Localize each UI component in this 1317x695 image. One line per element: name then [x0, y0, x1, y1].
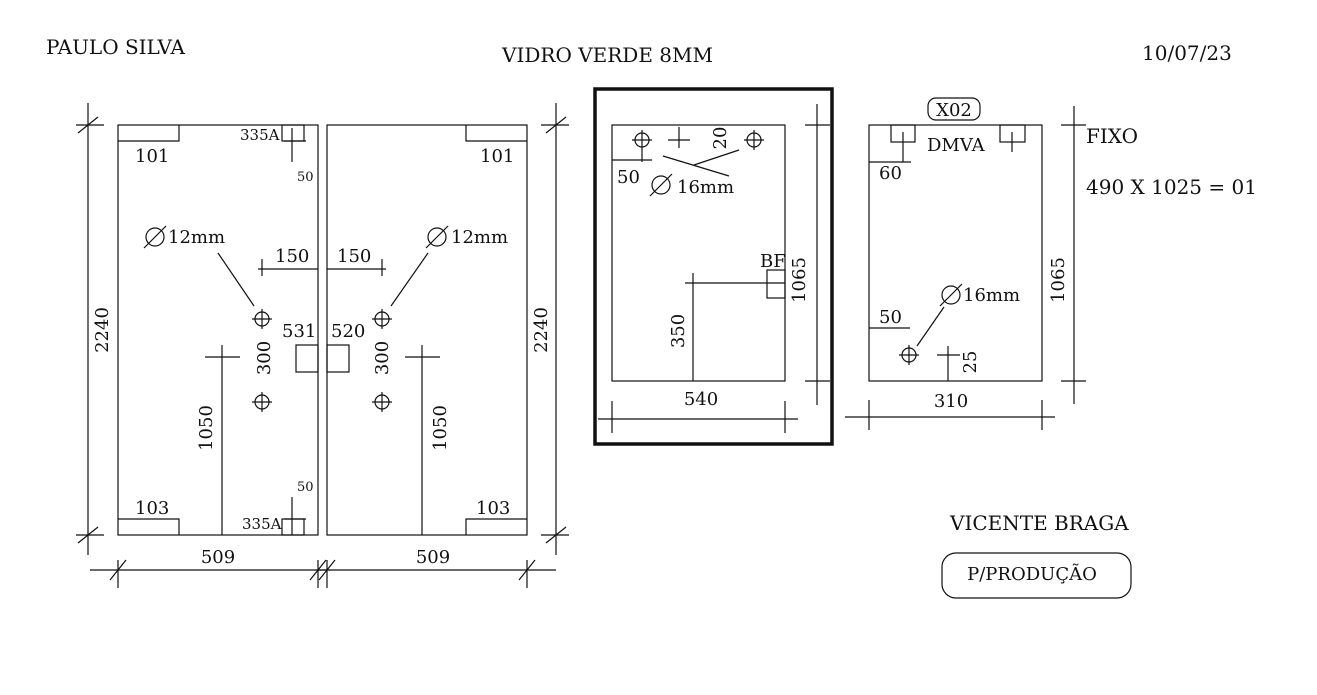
panel-mid-cutout-height: 350 [668, 314, 689, 348]
panel-mid-offset-side: 50 [617, 167, 640, 188]
panel-small-offset-top: 60 [879, 163, 902, 184]
panel-left-hole-leader [217, 252, 255, 307]
panel-left-hole-spacing: 300 [254, 341, 275, 375]
panel-mid: 20 50 16mm BF 350 1065 540 [593, 87, 834, 446]
panel-left-tag-top: 101 [135, 146, 169, 167]
panel-small-width-dim: 310 [934, 391, 968, 412]
panel-right-bottom-notch [465, 518, 527, 535]
panel-mid-hole-label: 16mm [677, 177, 734, 198]
status-label: P/PRODUÇÃO [967, 563, 1097, 585]
panel-left-offset-bottom: 50 [297, 480, 314, 495]
panel-right-hole-label: 12mm [451, 227, 508, 248]
panel-left-hinge-bottom [281, 518, 305, 536]
panel-left-hinge-bottom-label: 335A [242, 515, 282, 533]
panel-left-handle [295, 344, 319, 373]
diameter-icon [941, 285, 961, 305]
panel-right-tag-bottom: 103 [476, 498, 510, 519]
status-badge [941, 552, 1132, 599]
panel-left-height-from-floor: 1050 [196, 405, 217, 451]
panel-left-bottom-notch [118, 518, 180, 535]
panel-small-outline [868, 124, 1043, 382]
panel-left-hinge-top-label: 335A [240, 126, 280, 144]
panel-small-code-box [927, 97, 981, 121]
author-name: VICENTE BRAGA [949, 511, 1129, 535]
panel-right-hole-leader [390, 252, 429, 307]
diameter-icon [651, 175, 671, 195]
panel-mid-cutout-label: BF [760, 251, 786, 272]
panel-small-offset-bottom: 25 [960, 351, 981, 374]
panel-right-hole-spacing: 300 [372, 341, 393, 375]
panel-right-hole-offset: 150 [337, 246, 371, 267]
panel-left-outline [117, 124, 319, 536]
panel-mid-width-dim: 540 [684, 389, 718, 410]
panel-right-outline [326, 124, 528, 536]
panel-small-offset-side: 50 [879, 307, 902, 328]
panel-mid-height-dim: 1065 [789, 257, 810, 303]
panel-right-height-from-floor: 1050 [430, 405, 451, 451]
panel-right-tag-top: 101 [480, 146, 514, 167]
panel-left: 101 103 335A 50 335A 50 2240 509 12mm [76, 103, 330, 588]
panel-mid-outline [611, 124, 786, 382]
panel-left-hole-offset: 150 [275, 246, 309, 267]
panel-mid-frame [593, 87, 834, 446]
panel-left-offset-top: 50 [297, 170, 314, 185]
panel-small-code: X02 [936, 100, 972, 121]
panel-left-hole-label: 12mm [168, 227, 225, 248]
panel-small-hole-label: 16mm [963, 285, 1020, 306]
panel-left-width-dim: 509 [201, 547, 235, 568]
panel-mid-cutout [766, 269, 786, 299]
panel-small: X02 60 DMVA 16mm 50 25 1065 310 [845, 97, 1086, 430]
client-name: PAULO SILVA [46, 35, 186, 59]
panel-right-handle-label: 520 [331, 321, 365, 342]
material-title: VIDRO VERDE 8MM [501, 43, 713, 67]
panel-left-top-notch [118, 125, 180, 142]
diameter-icon [427, 227, 447, 247]
panel-small-height-dim: 1065 [1048, 257, 1069, 303]
panel-left-height-dim: 2240 [92, 307, 113, 353]
panel-left-hinge-top [281, 124, 305, 142]
panel-left-tag-bottom: 103 [135, 498, 169, 519]
panel-right-width-dim: 509 [416, 547, 450, 568]
note-spec: 490 X 1025 = 01 [1086, 175, 1257, 199]
drawing-date: 10/07/23 [1142, 41, 1232, 65]
panel-right-handle [326, 344, 350, 373]
note-type: FIXO [1086, 124, 1138, 148]
panel-right: 101 103 2240 509 12mm 150 300 [318, 103, 569, 588]
diameter-icon [145, 227, 165, 247]
panel-mid-offset-top: 20 [710, 127, 731, 150]
panel-small-label: DMVA [927, 135, 986, 156]
panel-left-handle-label: 531 [282, 321, 316, 342]
panel-right-top-notch [465, 125, 527, 142]
panel-right-height-dim: 2240 [531, 307, 552, 353]
